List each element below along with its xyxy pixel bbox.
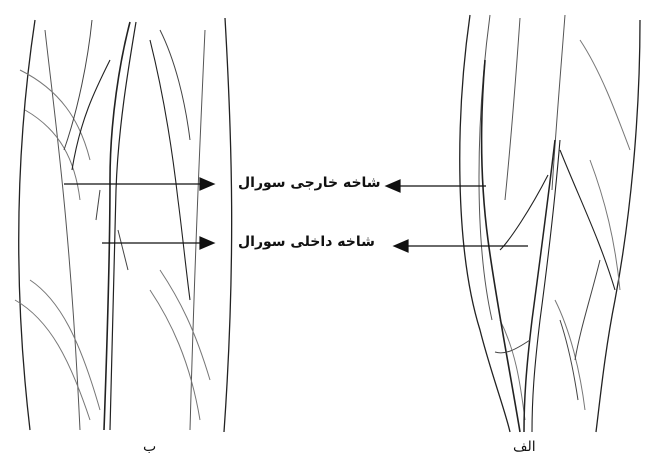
arrowhead-inner-right xyxy=(394,240,408,252)
leg-drawing-a xyxy=(460,15,640,432)
arrowhead-outer-right xyxy=(386,180,400,192)
leg-drawing-b xyxy=(15,18,232,432)
arrowhead-outer-left xyxy=(200,178,214,190)
arrowhead-inner-left xyxy=(200,237,214,249)
panel-label-b: ب xyxy=(143,439,156,455)
panel-label-a: الف xyxy=(513,439,536,455)
label-outer-sural-branch: شاخه خارجی سورال xyxy=(238,175,381,191)
label-inner-sural-branch: شاخه داخلی سورال xyxy=(238,234,375,250)
